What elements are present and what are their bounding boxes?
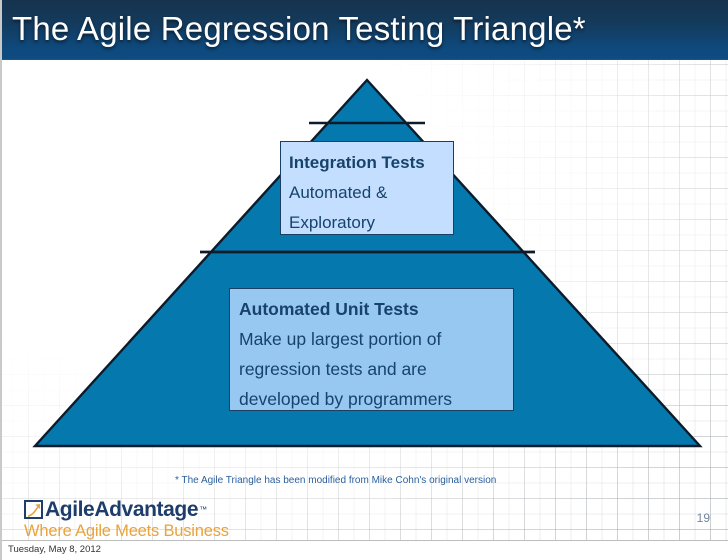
callout-integration-title: Integration Tests (289, 153, 425, 172)
footnote-text: * The Agile Triangle has been modified f… (175, 475, 497, 486)
page-number: 19 (696, 511, 710, 525)
callout-unit-line-1: Make up largest portion of (239, 329, 442, 349)
footer-bar: Tuesday, May 8, 2012 (2, 540, 728, 560)
logo-primary-row: Agile Advantage ™ (24, 498, 239, 521)
callout-integration-line-2: Exploratory (289, 213, 375, 232)
brand-logo: Agile Advantage ™ Where Agile Meets Busi… (24, 498, 239, 540)
page-title: The Agile Regression Testing Triangle* (12, 10, 586, 47)
callout-integration-tests: Integration Tests Automated & Explorator… (280, 141, 454, 235)
logo-wordmark-part1: Agile (45, 498, 95, 521)
footer-date: Tuesday, May 8, 2012 (8, 544, 101, 555)
callout-unit-line-3: developed by programmers (239, 389, 453, 409)
pyramid-body (32, 78, 703, 448)
logo-tagline: Where Agile Meets Business (24, 522, 229, 540)
chart-arrow-icon (24, 500, 43, 519)
slide-title-bar: The Agile Regression Testing Triangle* (2, 0, 728, 60)
pyramid-diagram (2, 60, 728, 460)
callout-unit-line-2: regression tests and are (239, 359, 427, 379)
callout-automated-unit-tests: Automated Unit Tests Make up largest por… (229, 288, 514, 411)
logo-wordmark-part2: Advantage (94, 498, 199, 521)
callout-integration-line-1: Automated & (289, 183, 388, 202)
logo-trademark: ™ (199, 505, 208, 514)
callout-unit-title: Automated Unit Tests (239, 299, 419, 319)
